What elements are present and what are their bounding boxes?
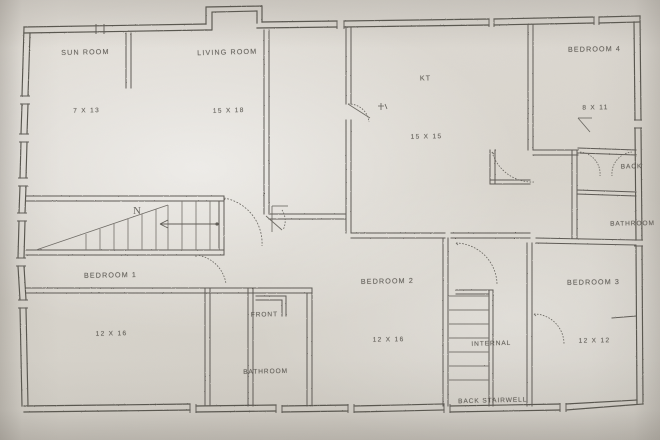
- floor-plan-drawing: [0, 0, 660, 440]
- floor-plan-page: SUN ROOM 7 X 13 LIVING ROOM 15 X 18 KT 1…: [0, 0, 660, 440]
